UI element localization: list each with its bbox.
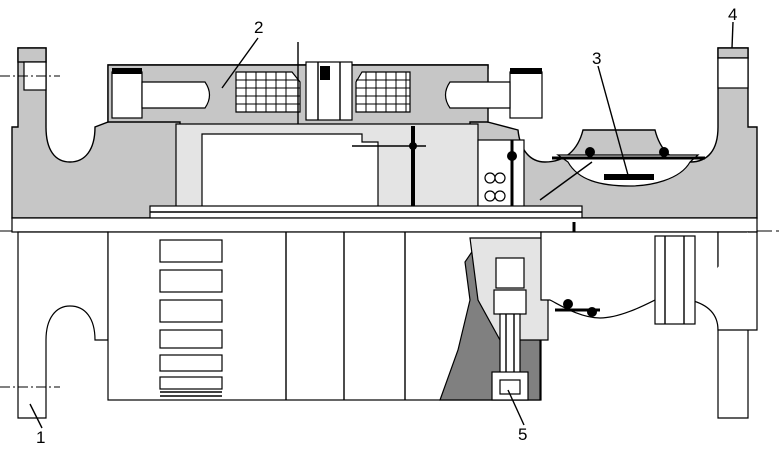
left-flange-cap xyxy=(17,47,47,63)
actuator-foot-inner xyxy=(499,379,521,395)
rotor-body xyxy=(201,133,379,213)
callout-3: 3 xyxy=(592,49,601,68)
port-plate xyxy=(604,174,654,180)
left-magnet xyxy=(111,71,143,119)
right-magnet-top xyxy=(510,68,542,74)
left-magnet-top xyxy=(112,68,142,74)
upper-section xyxy=(11,42,758,219)
lower-flange-curve xyxy=(689,231,758,331)
left-bolt xyxy=(141,81,211,109)
actuator-rod xyxy=(495,257,525,289)
coil-left xyxy=(235,71,301,113)
actuator-body xyxy=(493,289,527,315)
shaft-band xyxy=(11,217,758,233)
coupling-ring xyxy=(654,235,696,325)
actuator-stem xyxy=(499,313,521,375)
callout-4: 4 xyxy=(728,5,737,24)
callout-5: 5 xyxy=(518,425,527,444)
right-magnet xyxy=(509,71,543,119)
center-key xyxy=(320,66,330,80)
right-bolt xyxy=(444,81,511,109)
right-flange-bore xyxy=(717,57,749,89)
left-flange-lower xyxy=(17,231,109,419)
leader-lines xyxy=(29,21,734,429)
coil-right xyxy=(355,71,411,113)
right-flange-cap xyxy=(717,47,749,59)
lower-exterior xyxy=(0,75,758,419)
cooling-fins xyxy=(159,239,223,397)
callout-2: 2 xyxy=(254,18,263,37)
callout-1: 1 xyxy=(36,428,45,447)
